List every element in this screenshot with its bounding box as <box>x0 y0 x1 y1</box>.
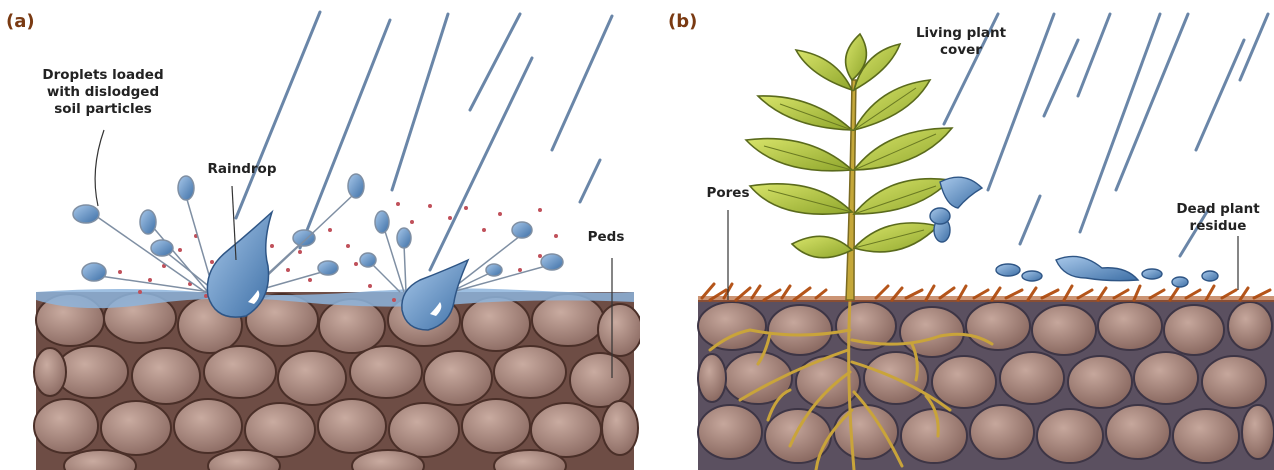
panel-a-letter: (a) <box>6 11 35 32</box>
soil-peds <box>698 302 1274 463</box>
label-pointers <box>728 210 1238 300</box>
panel-b: (b) Living plant cover Pores Dead plant … <box>640 0 1274 470</box>
plant-stem <box>846 80 856 300</box>
soil-peds <box>34 293 640 470</box>
pores-label: Pores <box>698 185 758 202</box>
living-cover-label-line: cover <box>906 42 1016 59</box>
panel-b-letter: (b) <box>668 11 697 32</box>
rain-streaks <box>236 12 612 270</box>
plant-cover-illustration <box>640 0 1274 470</box>
dead-residue-label-line: residue <box>1172 218 1264 235</box>
droplets-label-line: soil particles <box>40 101 166 118</box>
living-plant-cover-label: Living plant cover <box>906 25 1016 59</box>
dead-residue-label-line: Dead plant <box>1172 201 1264 218</box>
living-cover-label-line: Living plant <box>906 25 1016 42</box>
peds-label: Peds <box>578 229 634 246</box>
splash-droplets <box>73 174 563 292</box>
droplets-label-line: with dislodged <box>40 84 166 101</box>
panel-a: (a) Droplets loaded with dislodged soil … <box>0 0 640 470</box>
raindrop-label: Raindrop <box>202 161 282 178</box>
dead-plant-residue-label: Dead plant residue <box>1172 201 1264 235</box>
droplets-label-line: Droplets loaded <box>40 67 166 84</box>
droplets-label: Droplets loaded with dislodged soil part… <box>40 67 166 118</box>
